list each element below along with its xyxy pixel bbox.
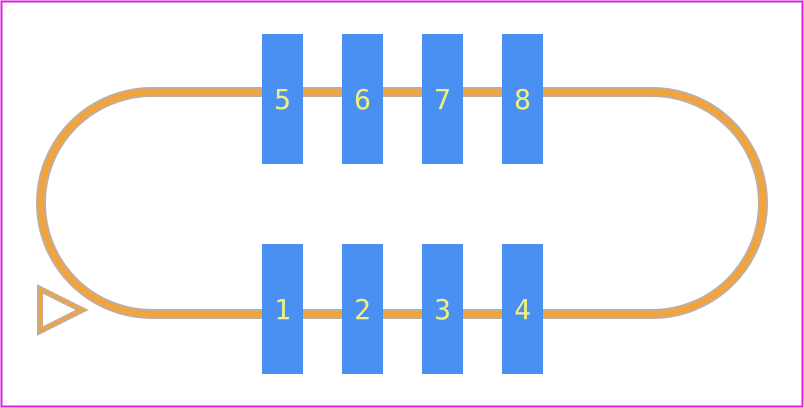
pad-8-copper xyxy=(502,34,543,164)
pad-2: 2 xyxy=(342,244,383,374)
pad-3-label: 3 xyxy=(434,293,451,326)
pad-1: 1 xyxy=(262,244,303,374)
pad-6-label: 6 xyxy=(354,83,371,116)
pin1-marker-inner xyxy=(39,287,85,333)
pad-2-copper xyxy=(342,244,383,374)
triangle-pin1-marker-icon xyxy=(37,284,89,336)
pad-5-label: 5 xyxy=(274,83,291,116)
pads-layer: 1 2 3 4 5 6 7 8 xyxy=(262,34,543,374)
pad-7: 7 xyxy=(422,34,463,164)
pad-7-label: 7 xyxy=(434,83,451,116)
pad-3-copper xyxy=(422,244,463,374)
courtyard-outline xyxy=(36,87,768,319)
pad-5: 5 xyxy=(262,34,303,164)
pad-8: 8 xyxy=(502,34,543,164)
pad-3: 3 xyxy=(422,244,463,374)
pad-1-label: 1 xyxy=(274,293,291,326)
pad-1-copper xyxy=(262,244,303,374)
pad-4-copper xyxy=(502,244,543,374)
pad-6: 6 xyxy=(342,34,383,164)
pad-5-copper xyxy=(262,34,303,164)
pad-7-copper xyxy=(422,34,463,164)
silkscreen-outline xyxy=(38,89,766,317)
pad-8-label: 8 xyxy=(514,83,531,116)
pad-4: 4 xyxy=(502,244,543,374)
pad-4-label: 4 xyxy=(514,293,531,326)
pin1-marker-outer xyxy=(37,284,89,336)
pad-6-copper xyxy=(342,34,383,164)
pad-2-label: 2 xyxy=(354,293,371,326)
